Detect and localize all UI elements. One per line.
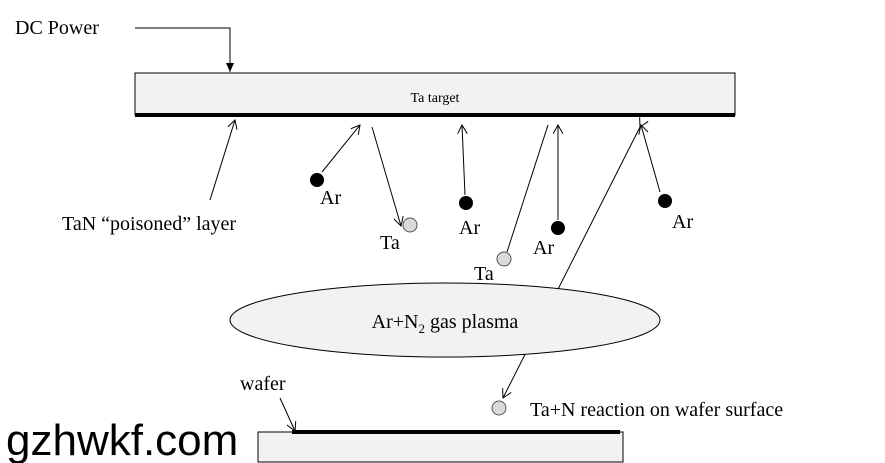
dc-power-arrow (135, 27, 234, 72)
wafer-arrow (279, 397, 295, 431)
ta-label: Ta (380, 232, 400, 254)
ar-label: Ar (320, 187, 341, 209)
plasma-label: Ar+N2 gas plasma (372, 311, 519, 336)
dc-power-label: DC Power (15, 17, 99, 39)
ta-label: Ta (474, 263, 494, 285)
wafer-substrate (257, 431, 624, 463)
ar-atom (658, 194, 672, 208)
ta-atom (496, 251, 512, 267)
ta-path (506, 124, 549, 253)
deposition-arrow (503, 127, 640, 398)
ar-label: Ar (672, 211, 693, 233)
gas-plasma (229, 282, 661, 358)
poisoned-layer-arrow (209, 120, 235, 201)
ar-arrow (641, 125, 661, 193)
reaction-label: Ta+N reaction on wafer surface (530, 399, 783, 421)
wafer-label: wafer (240, 373, 286, 395)
ta-atom (402, 217, 418, 233)
ar-atom (459, 196, 473, 210)
target-label: Ta target (411, 91, 460, 106)
ta-atom (491, 400, 507, 416)
poisoned-layer-label: TaN “poisoned” layer (62, 213, 236, 235)
ar-label: Ar (533, 237, 554, 259)
ta-target (134, 72, 736, 116)
ar-atom (310, 173, 324, 187)
ar-label: Ar (459, 217, 480, 239)
ar-arrow (321, 125, 360, 173)
ar-atom (551, 221, 565, 235)
ta-arrow (371, 126, 401, 226)
watermark: gzhwkf.com (6, 416, 238, 463)
ar-arrow (462, 125, 465, 196)
